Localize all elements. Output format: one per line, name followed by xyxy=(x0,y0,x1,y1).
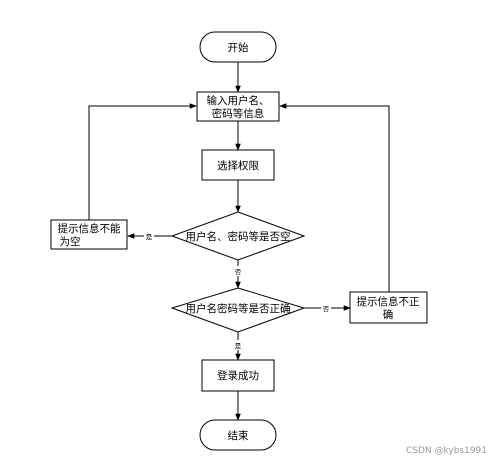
node-prompt-empty-line1: 提示信息不能 xyxy=(58,222,121,235)
node-prompt-empty-line2: 为空 xyxy=(60,235,81,248)
node-prompt-empty: 提示信息不能 为空 xyxy=(50,219,128,250)
node-check-correct: 用户名密码等是否正确 xyxy=(170,287,306,333)
node-check-correct-label: 用户名密码等是否正确 xyxy=(186,302,291,315)
watermark: CSDN @kybs1991 xyxy=(405,446,487,456)
node-start: 开始 xyxy=(199,31,277,63)
edge-label-correct-yes: 是 xyxy=(235,342,242,350)
node-end-label: 结束 xyxy=(228,429,249,442)
node-select-role-label: 选择权限 xyxy=(217,159,259,172)
edge-label-empty-no: 否 xyxy=(235,268,242,276)
node-input-label-line1: 输入用户名、 xyxy=(207,94,270,107)
node-prompt-wrong-line2: 确 xyxy=(383,308,394,321)
node-select-role: 选择权限 xyxy=(201,149,275,181)
node-prompt-wrong: 提示信息不正 确 xyxy=(349,291,428,324)
node-login-success-label: 登录成功 xyxy=(217,369,259,382)
node-prompt-wrong-line1: 提示信息不正 xyxy=(357,295,420,308)
edge-prompt-empty-back xyxy=(88,103,197,220)
node-end: 结束 xyxy=(199,419,277,451)
node-start-label: 开始 xyxy=(228,41,249,54)
node-input-label-line2: 密码等信息 xyxy=(212,107,265,120)
node-login-success: 登录成功 xyxy=(201,359,275,392)
node-check-empty: 用户名、密码等是否空 xyxy=(170,211,306,261)
node-check-empty-label: 用户名、密码等是否空 xyxy=(186,230,291,243)
node-input-credentials: 输入用户名、 密码等信息 xyxy=(196,91,280,122)
edge-prompt-wrong-back xyxy=(279,103,390,292)
edge-label-empty-yes: 是 xyxy=(146,233,153,241)
edge-label-correct-no: 否 xyxy=(323,305,330,313)
